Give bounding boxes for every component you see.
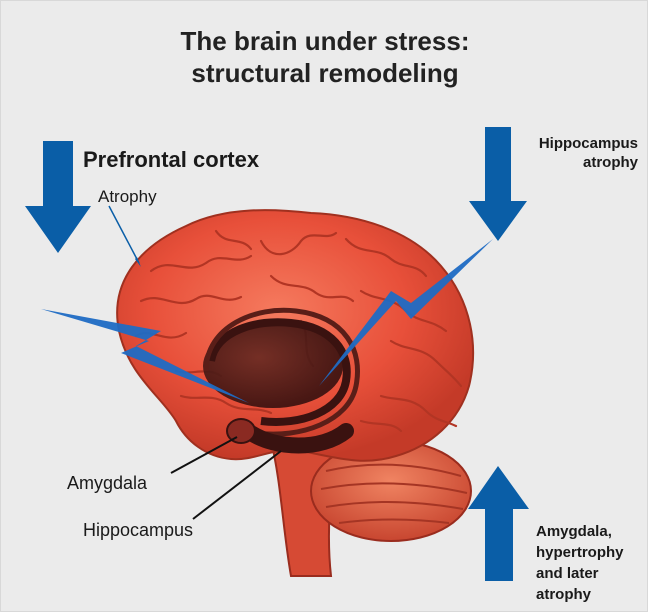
pfc-down-arrow xyxy=(25,141,91,253)
amygdala-hypertrophy-line-1: Amygdala, xyxy=(536,521,646,542)
amygdala-hypertrophy-line-2: hypertrophy xyxy=(536,542,646,563)
amygdala-hypertrophy-line-4: atrophy xyxy=(536,584,646,605)
amygdala-hypertrophy-label: Amygdala, hypertrophy and later atrophy xyxy=(536,521,646,605)
amygdala-label: Amygdala xyxy=(67,473,147,494)
hippocampus-label: Hippocampus xyxy=(83,520,193,541)
title-line-2: structural remodeling xyxy=(1,57,648,89)
amygdala-up-arrow xyxy=(468,466,529,581)
title-line-1: The brain under stress: xyxy=(1,25,648,57)
hippocampus-leader-line xyxy=(193,451,281,519)
amygdala-hypertrophy-line-3: and later xyxy=(536,563,646,584)
atrophy-leader-line xyxy=(109,206,139,263)
hippocampus-atrophy-line-1: Hippocampus xyxy=(506,134,638,153)
prefrontal-cortex-label: Prefrontal cortex xyxy=(83,147,259,173)
hippocampus-atrophy-line-2: atrophy xyxy=(506,153,638,172)
hippocampus-atrophy-label: Hippocampus atrophy xyxy=(506,134,638,172)
diagram-title: The brain under stress: structural remod… xyxy=(1,25,648,89)
atrophy-label: Atrophy xyxy=(98,187,157,207)
